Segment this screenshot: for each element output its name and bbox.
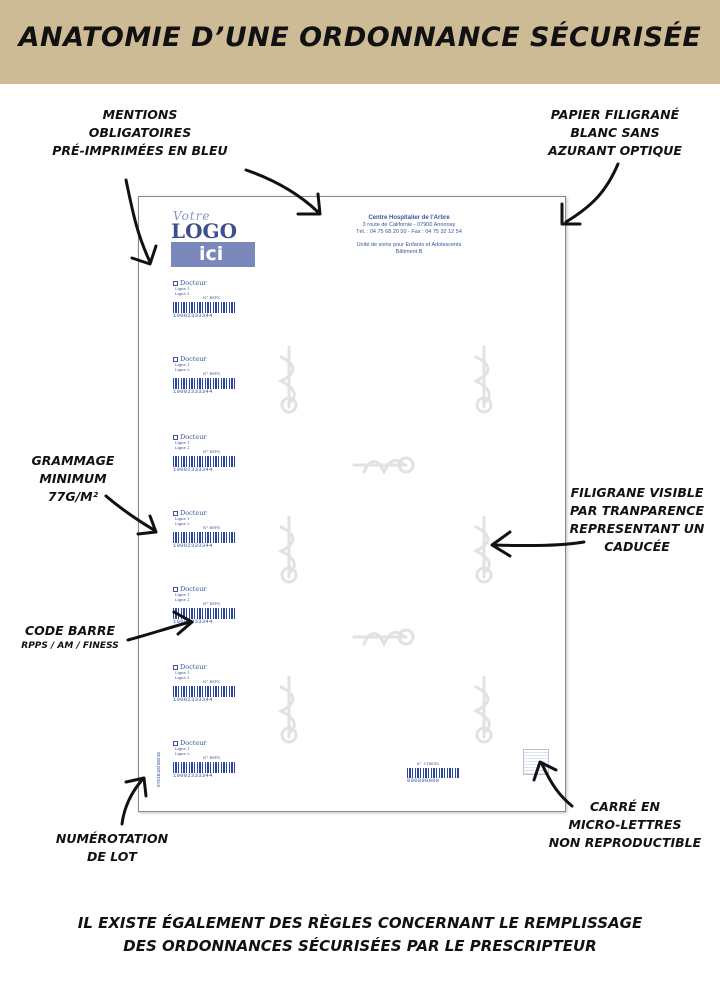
finess-barcode-block: N° FINESS 000000000 bbox=[407, 763, 467, 784]
page-title: ANATOMIE D’UNE ORDONNANCE SÉCURISÉE bbox=[18, 22, 702, 53]
prescriber-block: Docteur Ligne 1 Ligne 2 N° RPPS 10002333… bbox=[173, 739, 243, 779]
prescription-sheet: Votre LOGO ici Centre Hospitalier de l’A… bbox=[138, 196, 566, 812]
caduceus-watermark bbox=[472, 675, 493, 744]
barcode bbox=[173, 761, 237, 773]
hospital-address: 3 route de Californie - 07900 Annonay bbox=[362, 222, 456, 228]
label-filigrane: FILIGRANE VISIBLE PAR TRANPARENCE REPRES… bbox=[569, 485, 705, 554]
label-mentions: MENTIONS OBLIGATOIRES PRÉ-IMPRIMÉES EN B… bbox=[52, 107, 228, 158]
logo-votre: Votre bbox=[173, 209, 211, 223]
prescriber-block: Docteur Ligne 1 Ligne 2 N° RPPS 10002333… bbox=[173, 355, 243, 395]
footer-note: IL EXISTE ÉGALEMENT DES RÈGLES CONCERNAN… bbox=[77, 914, 643, 955]
prescriber-block: Docteur Ligne 1 Ligne 2 N° RPPS 10002333… bbox=[173, 663, 243, 703]
hospital-header: Centre Hospitalier de l’Arbre 3 route de… bbox=[309, 215, 509, 256]
hospital-building: Bâtiment B bbox=[395, 249, 423, 255]
logo-box bbox=[171, 242, 255, 267]
label-codebarre: CODE BARRE RPPS / AM / FINESS bbox=[21, 623, 119, 651]
hospital-phone: Tél. : 04 75 68 20 50 - Fax : 04 75 32 1… bbox=[356, 229, 462, 235]
logo-word: LOGO bbox=[171, 219, 237, 243]
caduceus-watermark bbox=[352, 456, 415, 476]
hospital-unit: Unité de soins pour Enfants et Adolescen… bbox=[356, 242, 462, 248]
barcode bbox=[407, 768, 459, 778]
label-grammage: GRAMMAGE MINIMUM 77G/M² bbox=[31, 453, 115, 504]
barcode bbox=[173, 455, 237, 467]
arrow-papier bbox=[560, 162, 620, 226]
micro-letter-square bbox=[523, 749, 549, 775]
caduceus-watermark bbox=[277, 675, 298, 744]
caduceus-watermarks bbox=[277, 345, 493, 744]
label-numerotation: NUMÉROTATION DE LOT bbox=[55, 831, 169, 864]
caduceus-watermark bbox=[472, 515, 493, 584]
prescriber-block: Docteur Ligne 1 Ligne 2 N° RPPS 10002333… bbox=[173, 279, 243, 319]
caduceus-watermark bbox=[472, 345, 493, 414]
title-banner: ANATOMIE D’UNE ORDONNANCE SÉCURISÉE bbox=[0, 0, 720, 84]
caduceus-watermark bbox=[277, 515, 298, 584]
hospital-name: Centre Hospitalier de l’Arbre bbox=[368, 215, 450, 221]
prescriber-block: Docteur Ligne 1 Ligne 2 N° RPPS 10002333… bbox=[173, 509, 243, 549]
barcode bbox=[173, 531, 237, 543]
caduceus-watermark bbox=[352, 628, 415, 648]
prescriber-block: Docteur Ligne 1 Ligne 2 N° RPPS 10002333… bbox=[173, 585, 243, 625]
logo-ici: ici bbox=[199, 243, 224, 265]
logo: Votre LOGO ici bbox=[171, 209, 257, 269]
lot-number: 0701B4B26B610 bbox=[157, 751, 162, 787]
barcode bbox=[173, 685, 237, 697]
barcode bbox=[173, 301, 237, 313]
caduceus-watermark bbox=[277, 345, 298, 414]
prescriber-block: Docteur Ligne 1 Ligne 2 N° RPPS 10002333… bbox=[173, 433, 243, 473]
barcode bbox=[173, 377, 237, 389]
barcode bbox=[173, 607, 237, 619]
label-papier: PAPIER FILIGRANÉ BLANC SANS AZURANT OPTI… bbox=[548, 107, 682, 158]
label-carre: CARRÉ EN MICRO-LETTRES NON REPRODUCTIBLE bbox=[548, 799, 702, 850]
